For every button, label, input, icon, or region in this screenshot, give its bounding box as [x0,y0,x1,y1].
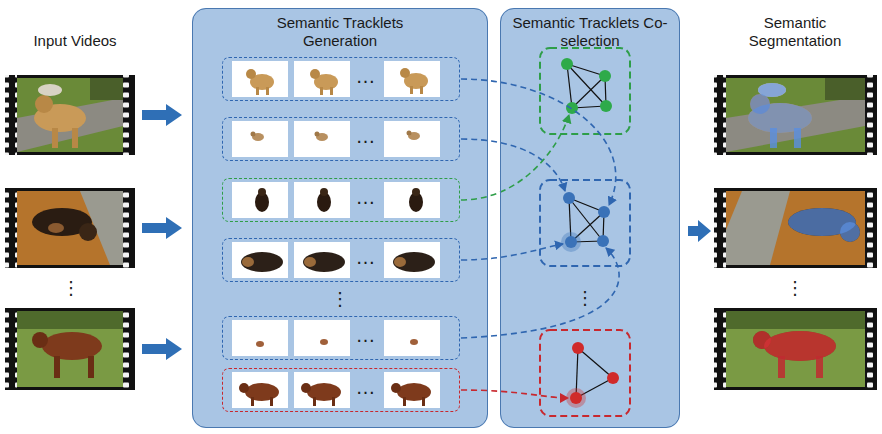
continuation-dots: ⋮ [331,288,349,310]
continuation-dots: ⋮ [62,277,80,299]
continuation-dots: ⋮ [576,287,594,309]
continuation-dots-holder: ⋮ [786,277,804,299]
panel-title: Semantic Tracklets Co-selection [505,14,675,50]
tracklet-box: … [222,316,460,360]
ellipsis-mark: … [351,245,381,269]
continuation-dots: ⋮ [786,277,804,299]
ellipsis-mark: … [351,124,381,148]
column-heading-holder: Input Videos [15,32,135,50]
column-heading: Semantic Segmentation [735,14,855,50]
ellipsis-mark: … [351,64,381,88]
ellipsis-mark: … [351,375,381,399]
tracklet-box: … [222,117,460,161]
continuation-dots-holder: ⋮ [331,288,349,310]
continuation-dots-holder: ⋮ [576,287,594,309]
stage-panel: Semantic Tracklets Co-selection [500,8,680,428]
tracklet-box: … [222,238,460,282]
continuation-dots-holder: ⋮ [62,277,80,299]
ellipsis-mark: … [351,185,381,209]
column-heading: Input Videos [15,32,135,50]
tracklet-box: … [222,178,460,222]
panel-title: Semantic Tracklets Generation [255,14,425,50]
stage-panel: Semantic Tracklets Generation … … … … … … [192,8,488,428]
ellipsis-mark: … [351,323,381,347]
tracklet-box: … [222,368,460,412]
column-heading-holder: Semantic Segmentation [735,14,855,50]
tracklet-box: … [222,57,460,101]
